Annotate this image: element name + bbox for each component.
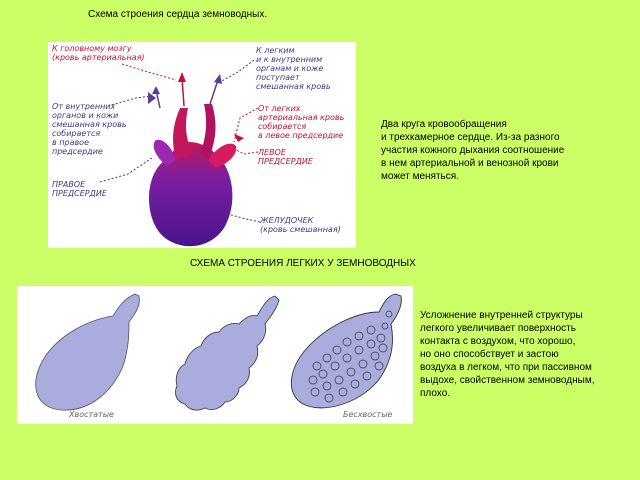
lungs-description: Усложнение внутренней структуры легкого … bbox=[420, 310, 595, 399]
lungs-diagram-title: СХЕМА СТРОЕНИЯ ЛЕГКИХ У ЗЕМНОВОДНЫХ bbox=[190, 258, 416, 269]
label-to-brain: К головному мозгу (кровь артериальная) bbox=[52, 44, 145, 62]
lungs-illustration bbox=[35, 293, 402, 411]
label-right-atrium: ПРАВОЕ ПРЕДСЕРДИЕ bbox=[52, 180, 107, 198]
lung-smooth bbox=[35, 293, 140, 411]
left-atrium-shape bbox=[208, 143, 237, 168]
vessel-right bbox=[200, 104, 216, 160]
vessel-trunk bbox=[173, 108, 194, 160]
heart-diagram-title: Схема строения сердца земноводных. bbox=[88, 9, 268, 20]
heart-illustration bbox=[99, 59, 261, 247]
label-to-lungs-organs: К легким и к внутренним органам и коже п… bbox=[256, 46, 331, 91]
caption-tailed: Хвостатые bbox=[69, 410, 114, 419]
label-ventricle: ЖЕЛУДОЧЕК (кровь смешанная) bbox=[260, 216, 341, 234]
heart-description: Два круга кровообращения и трехкамерное … bbox=[381, 119, 565, 182]
label-from-lungs: От легких артериальная кровь собирается … bbox=[258, 104, 345, 140]
lung-folded bbox=[174, 295, 280, 411]
lung-cells-pattern bbox=[308, 310, 393, 403]
caption-tailless: Бесхвостые bbox=[343, 410, 393, 419]
label-left-atrium: ЛЕВОЕ ПРЕДСЕРДИЕ bbox=[258, 148, 313, 166]
label-from-organs: От внутренних органов и кожи смешанная к… bbox=[52, 102, 127, 156]
heart-diagram: К головному мозгу (кровь артериальная) К… bbox=[48, 42, 356, 248]
right-atrium-shape bbox=[153, 139, 176, 166]
lung-cellular bbox=[290, 293, 402, 409]
ventricle-shape bbox=[149, 142, 233, 247]
lungs-diagram: Хвостатые Бесхвостые bbox=[17, 286, 413, 424]
